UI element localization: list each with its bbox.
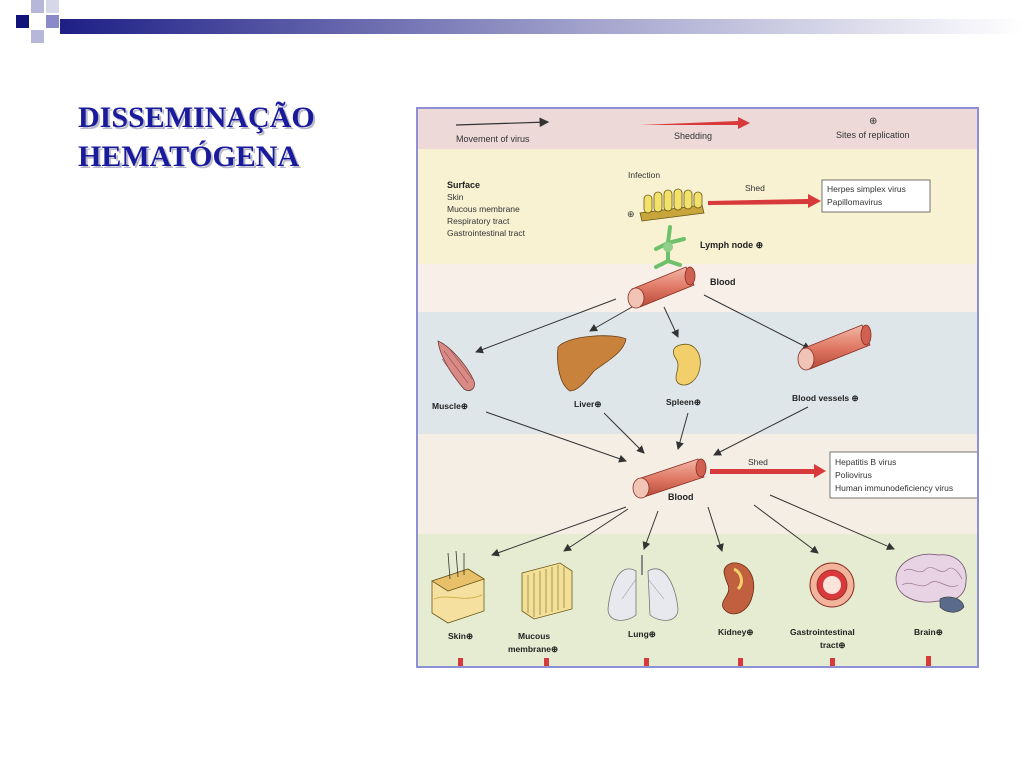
- virus-box-1: [821, 179, 931, 213]
- hematogenous-spread-diagram: Movement of virus Shedding ⊕ Sites of re…: [416, 107, 979, 668]
- arrow-to-brain: [769, 494, 895, 550]
- arrow-to-vessels: [703, 294, 811, 350]
- header-square-light: [31, 30, 44, 43]
- slide-header-decoration: [0, 0, 1024, 64]
- skin-icon: [431, 550, 485, 624]
- replication-symbol-icon: ⊕: [869, 116, 877, 127]
- lymph-node-label: Lymph node ⊕: [700, 240, 763, 250]
- shed-marker-gi: [830, 658, 835, 666]
- liver-icon: [557, 335, 627, 392]
- shed-label-2: Shed: [748, 457, 768, 467]
- infection-replication-icon: ⊕: [627, 209, 635, 219]
- arrow-to-lung: [642, 510, 659, 550]
- arrow-to-skin: [491, 506, 627, 557]
- blood-vessel-2-icon: [632, 458, 707, 499]
- shed-label-1: Shed: [745, 183, 765, 193]
- surface-item-respiratory: Respiratory tract: [447, 216, 510, 226]
- arrow-vessels-to-blood: [713, 406, 809, 456]
- lymph-node-icon: [654, 225, 686, 269]
- mucous-label-1: Mucous: [518, 631, 550, 641]
- header-square-light: [31, 0, 44, 13]
- lung-icon: [607, 555, 679, 621]
- arrow-spleen-to-blood: [676, 412, 689, 450]
- brain-icon: [895, 553, 967, 613]
- surface-item-skin: Skin: [447, 192, 464, 202]
- liver-label: Liver⊕: [574, 399, 601, 409]
- blood-vessels-icon: [797, 324, 872, 371]
- shed-arrow-1-icon: [708, 194, 821, 208]
- mucous-label-2: membrane⊕: [508, 644, 558, 654]
- title-line-1: DISSEMINAÇÃO: [78, 101, 315, 134]
- arrow-to-kidney: [707, 506, 724, 552]
- header-square-dark: [16, 15, 29, 28]
- shed-marker-skin: [458, 658, 463, 666]
- kidney-label: Kidney⊕: [718, 627, 753, 637]
- target-organs-band: [418, 534, 977, 666]
- shed-marker-brain: [926, 656, 931, 666]
- arrow-muscle-to-blood: [485, 411, 627, 463]
- spleen-label: Spleen⊕: [666, 397, 701, 407]
- legend-shedding-label: Shedding: [674, 131, 712, 141]
- legend-movement-label: Movement of virus: [456, 134, 530, 144]
- gi-label-2: tract⊕: [820, 640, 846, 650]
- blood-vessel-1-icon: [627, 266, 696, 309]
- arrow-liver-to-blood: [603, 412, 645, 454]
- gi-tract-icon: [809, 562, 855, 608]
- shed-arrow-2-icon: [710, 464, 826, 478]
- blood-vessels-label: Blood vessels ⊕: [792, 393, 859, 403]
- muscle-icon: [437, 340, 475, 391]
- gi-label-1: Gastrointestinal: [790, 627, 855, 637]
- blood-label-2: Blood: [668, 492, 694, 502]
- legend-replication-label: Sites of replication: [836, 130, 910, 140]
- movement-arrow-icon: [455, 117, 550, 128]
- mucous-membrane-icon: [521, 562, 573, 620]
- virus-2-hiv: Human immunodeficiency virus: [835, 483, 953, 493]
- header-gradient-bar: [16, 0, 1024, 43]
- arrow-to-spleen: [663, 306, 679, 338]
- arrow-to-mucous: [563, 508, 629, 552]
- header-square-pale: [46, 0, 59, 13]
- skin-label: Skin⊕: [448, 631, 473, 641]
- muscle-label: Muscle⊕: [432, 401, 468, 411]
- brain-label: Brain⊕: [914, 627, 943, 637]
- infection-label: Infection: [628, 170, 660, 180]
- lung-label: Lung⊕: [628, 629, 656, 639]
- legend-band: [418, 109, 977, 149]
- surface-item-gi: Gastrointestinal tract: [447, 228, 526, 238]
- blood-label-1: Blood: [710, 277, 736, 287]
- surface-heading: Surface: [447, 180, 480, 190]
- epithelium-icon: [639, 188, 705, 222]
- blood-band: [418, 264, 977, 312]
- header-square-mid: [46, 15, 59, 28]
- surface-item-mucous: Mucous membrane: [447, 204, 520, 214]
- shed-marker-mucous: [544, 658, 549, 666]
- spleen-icon: [672, 343, 701, 386]
- virus-box-2: [829, 451, 977, 499]
- shed-marker-kidney: [738, 658, 743, 666]
- shedding-arrow-icon: [640, 117, 750, 129]
- arrow-to-muscle: [475, 298, 617, 354]
- shed-marker-lung: [644, 658, 649, 666]
- slide-title: DISSEMINAÇÃO HEMATÓGENA: [78, 98, 315, 176]
- virus-1-papilloma: Papillomavirus: [827, 197, 882, 207]
- arrow-to-gi: [753, 504, 819, 554]
- virus-2-hepatitis: Hepatitis B virus: [835, 457, 896, 467]
- virus-2-polio: Poliovirus: [835, 470, 872, 480]
- title-line-2: HEMATÓGENA: [78, 140, 300, 173]
- arrow-to-liver: [589, 306, 633, 332]
- virus-1-herpes: Herpes simplex virus: [827, 184, 906, 194]
